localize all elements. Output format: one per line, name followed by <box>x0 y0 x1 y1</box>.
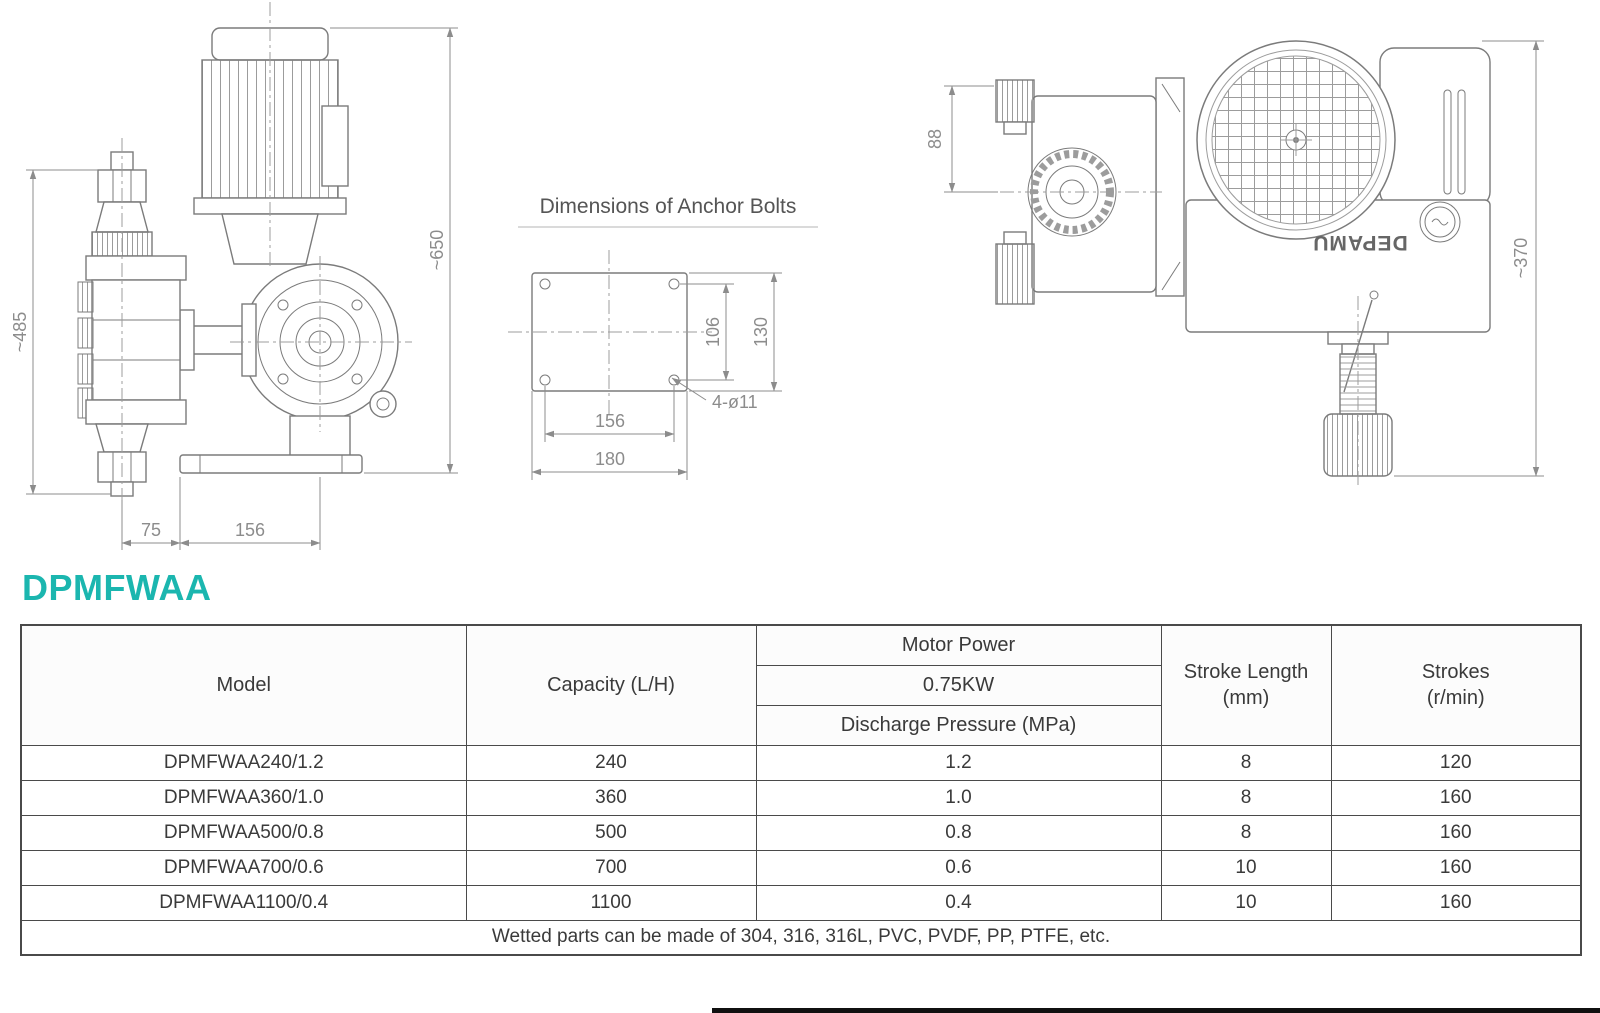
technical-drawings: ~650 ~485 75 156 Dimensions of Anchor Bo… <box>10 2 1544 550</box>
brand-logo-stamp <box>1419 201 1461 243</box>
pump-head-housing <box>1031 95 1157 293</box>
col-header-model: Model <box>20 624 467 746</box>
specification-table: Model Capacity (L/H) Motor Power Stroke … <box>20 624 1582 956</box>
cell-model: DPMFWAA240/1.2 <box>20 744 467 781</box>
dim-plate-width: 180 <box>595 449 625 469</box>
front-view-dimensions: ~650 ~485 75 156 <box>10 27 458 550</box>
dim-side-overall-height: ~370 <box>1511 238 1531 279</box>
cell-capacity: 500 <box>465 814 757 851</box>
table-row: DPMFWAA240/1.2 240 1.2 8 120 <box>20 744 1582 781</box>
dim-plate-height: 130 <box>751 317 771 347</box>
cell-capacity: 360 <box>465 779 757 816</box>
cell-discharge-pressure: 1.0 <box>755 779 1162 816</box>
cell-model: DPMFWAA360/1.0 <box>20 779 467 816</box>
valve-cap <box>995 243 1035 305</box>
bottom-divider-bar <box>712 1008 1600 1013</box>
cell-model: DPMFWAA500/0.8 <box>20 814 467 851</box>
table-row: DPMFWAA500/0.8 500 0.8 8 160 <box>20 814 1582 851</box>
pump-side-view-drawing: DEPAMU <box>995 40 1491 486</box>
side-view-dimensions: 88 ~370 <box>925 40 1544 477</box>
base-plate <box>179 454 363 474</box>
pump-head-assembly <box>77 151 187 497</box>
col-header-motor-power: Motor Power <box>755 624 1162 666</box>
motor-power-value: 0.75KW <box>755 664 1162 706</box>
strokes-unit: (r/min) <box>1426 687 1485 710</box>
cell-stroke-length: 10 <box>1160 884 1332 921</box>
col-header-strokes: Strokes (r/min) <box>1330 624 1582 746</box>
table-footnote-row: Wetted parts can be made of 304, 316, 31… <box>20 919 1582 956</box>
dim-overall-height: ~650 <box>427 230 447 271</box>
bolt-hole <box>539 374 551 386</box>
dim-base-width: 156 <box>235 520 265 540</box>
cell-strokes: 160 <box>1330 884 1582 921</box>
table-row: DPMFWAA360/1.0 360 1.0 8 160 <box>20 779 1582 816</box>
cell-model: DPMFWAA700/0.6 <box>20 849 467 886</box>
cell-strokes: 160 <box>1330 849 1582 886</box>
pump-front-view-drawing <box>77 2 412 512</box>
cell-discharge-pressure: 0.6 <box>755 849 1162 886</box>
valve-cap <box>995 79 1035 123</box>
bolt-hole <box>668 278 680 290</box>
stroke-length-unit: (mm) <box>1222 687 1270 710</box>
dim-hole-spacing-horizontal: 156 <box>595 411 625 431</box>
header-row-1: Model Capacity (L/H) Motor Power Stroke … <box>20 624 1582 746</box>
table-row: DPMFWAA700/0.6 700 0.6 10 160 <box>20 849 1582 886</box>
model-series-title: DPMFWAA <box>22 567 212 608</box>
cell-capacity: 240 <box>465 744 757 781</box>
cell-discharge-pressure: 0.8 <box>755 814 1162 851</box>
cell-strokes: 120 <box>1330 744 1582 781</box>
col-header-stroke-length: Stroke Length (mm) <box>1160 624 1332 746</box>
dim-hole-spacing-vertical: 106 <box>703 317 723 347</box>
cell-stroke-length: 8 <box>1160 779 1332 816</box>
cell-stroke-length: 10 <box>1160 849 1332 886</box>
brand-depamu: DEPAMU <box>1312 231 1407 254</box>
cell-stroke-length: 8 <box>1160 814 1332 851</box>
cell-model: DPMFWAA1100/0.4 <box>20 884 467 921</box>
cell-strokes: 160 <box>1330 779 1582 816</box>
dim-head-offset: 88 <box>925 129 945 149</box>
strokes-label: Strokes <box>1421 661 1490 684</box>
mounting-bracket <box>1155 77 1185 297</box>
col-header-capacity: Capacity (L/H) <box>465 624 757 746</box>
bolt-hole <box>539 278 551 290</box>
header-row-2: 0.75KW <box>21 664 1581 706</box>
cell-discharge-pressure: 1.2 <box>755 744 1162 781</box>
cell-strokes: 160 <box>1330 814 1582 851</box>
anchor-bolts-title: Dimensions of Anchor Bolts <box>540 195 797 218</box>
dim-head-height: ~485 <box>10 312 30 353</box>
dim-holes-callout: 4-ø11 <box>712 392 758 412</box>
cell-discharge-pressure: 0.4 <box>755 884 1162 921</box>
stroke-length-label: Stroke Length <box>1183 661 1309 684</box>
cell-stroke-length: 8 <box>1160 744 1332 781</box>
cell-capacity: 1100 <box>465 884 757 921</box>
table-row: DPMFWAA1100/0.4 1100 0.4 10 160 <box>20 884 1582 921</box>
wetted-parts-note: Wetted parts can be made of 304, 316, 31… <box>20 919 1582 956</box>
dim-base-offset: 75 <box>141 520 161 540</box>
cell-capacity: 700 <box>465 849 757 886</box>
motor-terminal-box <box>321 105 349 187</box>
motor-body <box>1379 47 1491 207</box>
col-header-discharge-pressure: Discharge Pressure (MPa) <box>755 704 1162 746</box>
anchor-bolts-drawing: Dimensions of Anchor Bolts 106 130 156 1… <box>508 195 818 480</box>
